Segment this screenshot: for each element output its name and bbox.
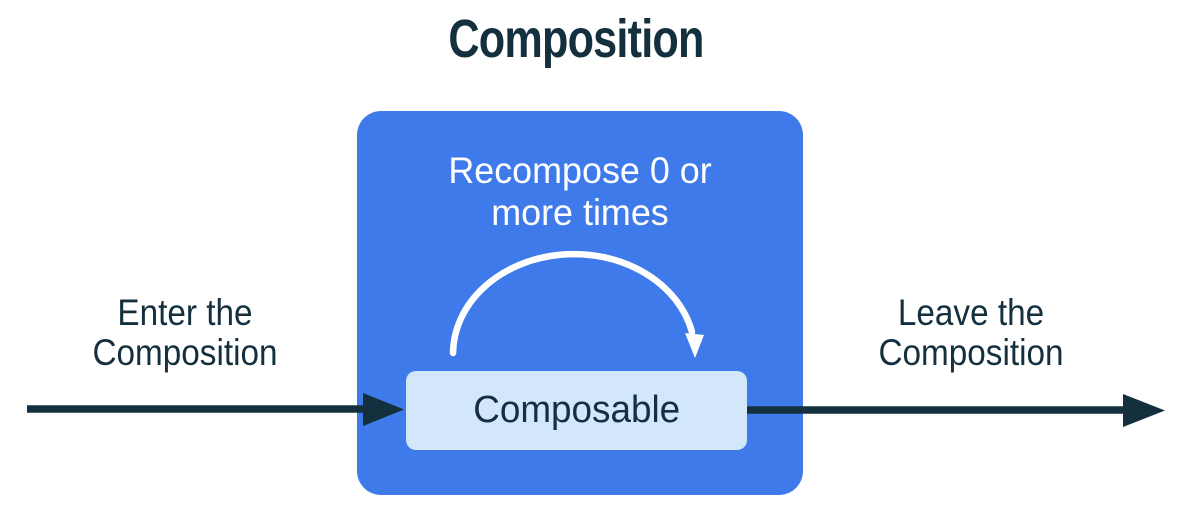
diagram-title: Composition [448, 9, 704, 69]
recompose-label: Recompose 0 or more times [448, 150, 712, 233]
leave-arrowhead-icon [1123, 394, 1165, 427]
leave-composition-label: Leave the Composition [878, 292, 1064, 373]
composable-label: Composable [473, 389, 680, 431]
enter-composition-label: Enter the Composition [92, 292, 278, 373]
composable-box: Composable [406, 371, 747, 450]
